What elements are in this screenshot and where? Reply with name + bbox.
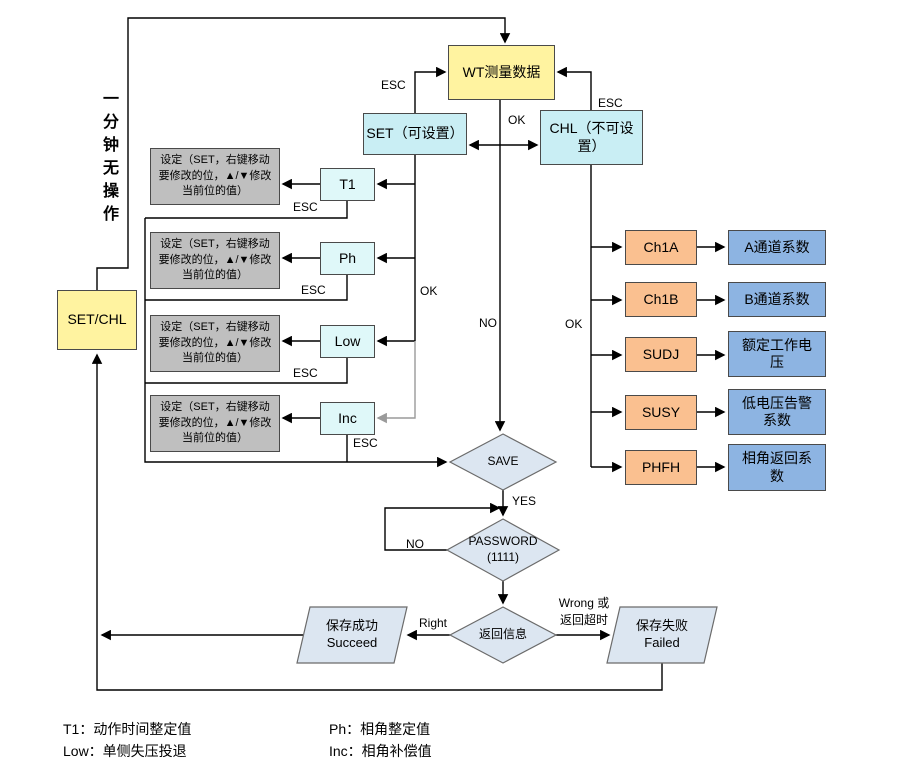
node-ch1b: Ch1B bbox=[625, 282, 697, 317]
diamond-password-shape bbox=[445, 518, 561, 582]
edge-label-inc-esc: ESC bbox=[353, 436, 378, 450]
node-chl: CHL（不可设置） bbox=[540, 110, 643, 165]
edge-label-save-yes: YES bbox=[512, 494, 537, 508]
node-desc-sudj: 额定工作电压 bbox=[728, 331, 826, 377]
edge-idle-timeout-to-wt bbox=[96, 17, 511, 290]
idle-timeout-note: 一分钟无操作 bbox=[100, 90, 117, 228]
edge-set-esc-to-wt bbox=[414, 66, 447, 113]
edge-chl-esc-to-wt bbox=[556, 66, 592, 110]
node-desc-phfh: 相角返回系数 bbox=[728, 444, 826, 491]
edge-label-wt-no: NO bbox=[479, 316, 497, 330]
node-phfh: PHFH bbox=[625, 450, 697, 485]
diamond-save-label: SAVE bbox=[487, 454, 519, 469]
edge-label-low-esc: ESC bbox=[293, 366, 318, 380]
edge-set-to-inc bbox=[376, 341, 416, 424]
edge-label-return-wrong: Wrong 或 返回超时 bbox=[558, 596, 610, 627]
edge-label-set-ok: OK bbox=[420, 284, 438, 298]
node-desc-ch1b: B通道系数 bbox=[728, 282, 826, 317]
edge-esc-rail-to-save bbox=[144, 218, 448, 468]
node-edit-inc: 设定（SET，右键移动要修改的位，▲/▼修改当前位的值） bbox=[150, 395, 280, 452]
diamond-return-info-label: 返回信息 bbox=[478, 627, 527, 642]
node-desc-ch1a: A通道系数 bbox=[728, 230, 826, 265]
failed-label: 保存失败 Failed bbox=[635, 618, 688, 650]
node-ph: Ph bbox=[320, 242, 375, 275]
succeed-label: 保存成功 Succeed bbox=[325, 618, 378, 650]
edge-label-t1-esc: ESC bbox=[293, 200, 318, 214]
edge-low-esc-return bbox=[145, 358, 348, 384]
node-set: SET（可设置） bbox=[363, 113, 467, 155]
parallelogram-failed-shape bbox=[606, 606, 718, 664]
edge-label-password-no: NO bbox=[406, 537, 424, 551]
edge-label-chl-ok: OK bbox=[565, 317, 583, 331]
diamond-return-info-shape bbox=[448, 606, 558, 664]
legend-inc: Inc：相角补偿值 bbox=[329, 743, 432, 759]
node-susy: SUSY bbox=[625, 395, 697, 430]
node-edit-ph: 设定（SET，右键移动要修改的位，▲/▼修改当前位的值） bbox=[150, 232, 280, 289]
edge-label-ph-esc: ESC bbox=[301, 283, 326, 297]
legend-low: Low：单侧失压投退 bbox=[63, 743, 187, 759]
edge-t1-esc-return bbox=[145, 201, 348, 219]
edge-password-no-loop bbox=[384, 502, 501, 551]
node-low: Low bbox=[320, 325, 375, 358]
node-t1: T1 bbox=[320, 168, 375, 201]
diamond-save-shape bbox=[448, 433, 558, 491]
edge-ph-esc-return bbox=[145, 275, 348, 301]
node-desc-susy: 低电压告警系数 bbox=[728, 389, 826, 435]
node-wt-data: WT测量数据 bbox=[448, 45, 555, 100]
edge-label-return-right: Right bbox=[419, 616, 448, 630]
edge-label-chl-esc: ESC bbox=[598, 96, 623, 110]
legend-ph: Ph：相角整定值 bbox=[329, 721, 431, 737]
legend-t1: T1：动作时间整定值 bbox=[63, 721, 192, 737]
node-sudj: SUDJ bbox=[625, 337, 697, 372]
edge-label-set-esc: ESC bbox=[381, 78, 406, 92]
node-edit-t1: 设定（SET，右键移动要修改的位，▲/▼修改当前位的值） bbox=[150, 148, 280, 205]
node-set-chl: SET/CHL bbox=[57, 290, 137, 350]
node-edit-low: 设定（SET，右键移动要修改的位，▲/▼修改当前位的值） bbox=[150, 315, 280, 372]
node-ch1a: Ch1A bbox=[625, 230, 697, 265]
diamond-password-label: PASSWORD (1111) bbox=[468, 534, 538, 564]
edge-failed-loop-to-setchl bbox=[91, 353, 663, 691]
node-inc: Inc bbox=[320, 402, 375, 435]
parallelogram-succeed-shape bbox=[296, 606, 408, 664]
edge-label-wt-ok: OK bbox=[508, 113, 526, 127]
